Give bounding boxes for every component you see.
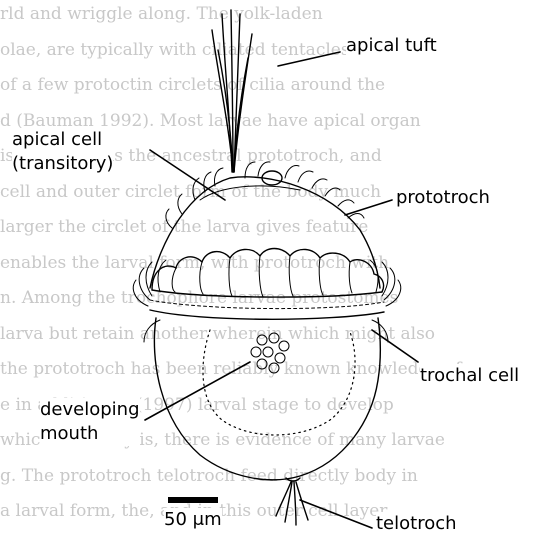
label-developing-mouth-line2: mouth: [40, 422, 140, 446]
apical-cilia-fringe: [166, 162, 364, 228]
label-trochal-cell: trochal cell: [420, 364, 519, 388]
label-apical-cell-line1: apical cell: [12, 128, 113, 152]
prototroch-cilia: [133, 260, 400, 342]
leader-prototroch: [345, 200, 392, 215]
leader-apical-cell: [150, 150, 225, 200]
leader-apical-tuft: [278, 52, 340, 66]
label-prototroch: prototroch: [396, 186, 490, 210]
episphere-outline: [150, 177, 380, 288]
label-developing-mouth-line1: developing: [40, 398, 140, 422]
label-apical-cell: apical cell (transitory): [12, 128, 113, 176]
apical-tuft-cilia: [212, 10, 252, 172]
leader-telotroch: [300, 500, 372, 528]
label-telotroch: telotroch: [376, 512, 457, 536]
scale-bar-label: 50 μm: [164, 508, 222, 532]
developing-mouth: [251, 333, 289, 373]
leader-trochal-cell: [372, 330, 418, 362]
label-apical-cell-line2: (transitory): [12, 152, 113, 176]
label-developing-mouth: developing mouth: [40, 398, 140, 446]
label-apical-tuft: apical tuft: [346, 34, 437, 58]
trochal-cells-band: [150, 249, 384, 320]
